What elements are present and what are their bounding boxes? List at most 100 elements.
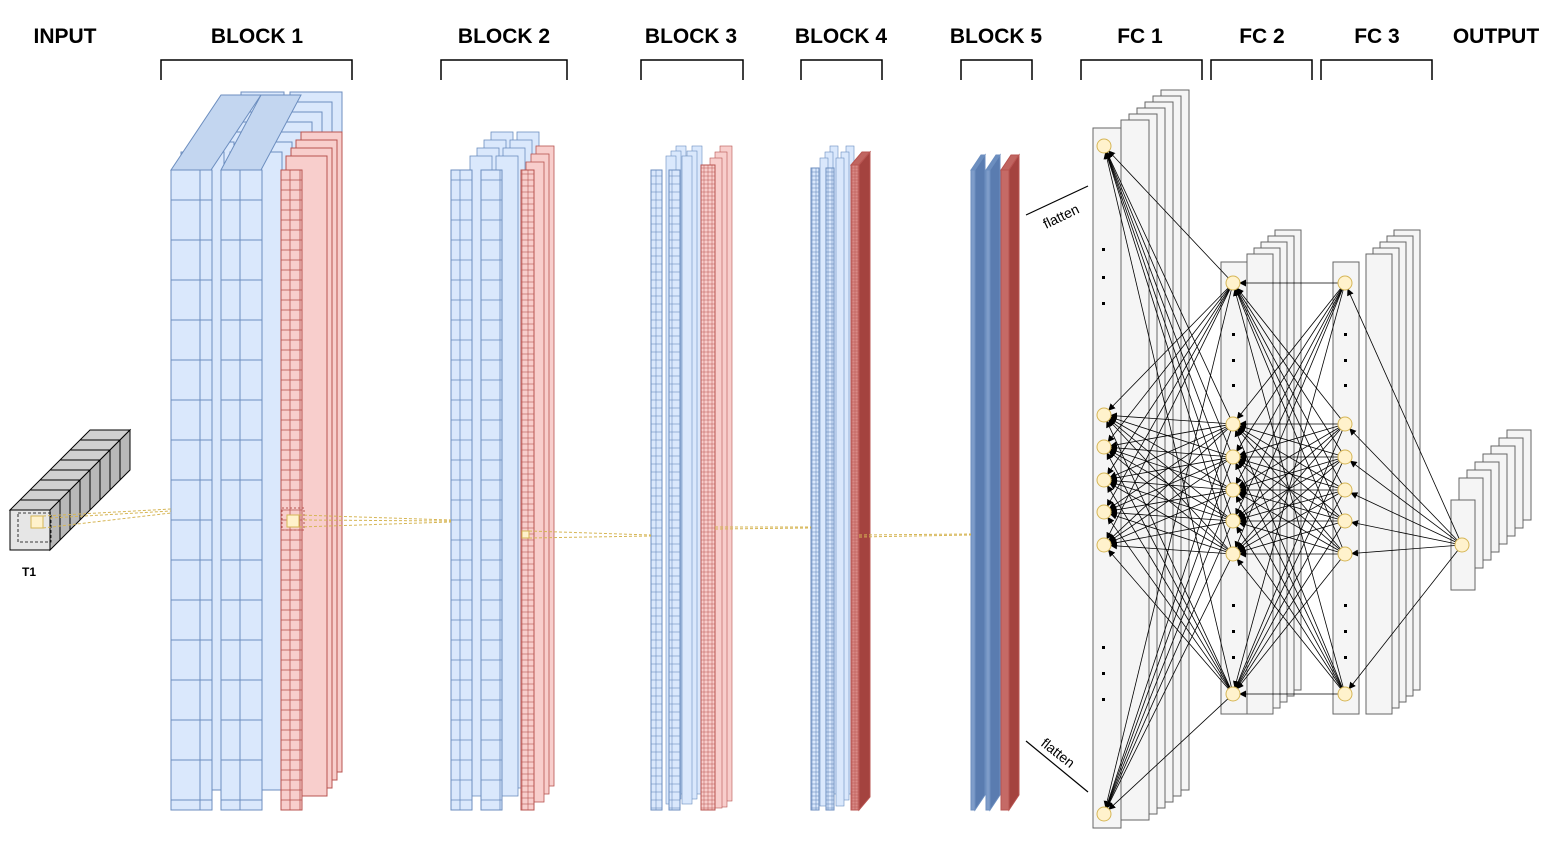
- block1: [170, 91, 343, 811]
- fc3-neuron: [1337, 513, 1353, 529]
- fc-edge: [1235, 288, 1343, 515]
- fc3-neuron: [1337, 449, 1353, 465]
- fc-edge: [1235, 495, 1342, 689]
- fc-edge: [1110, 509, 1227, 521]
- flatten-annotations: flatten flatten: [1025, 185, 1089, 793]
- fc-edge: [1107, 288, 1230, 475]
- receptive-field-lines: [42, 508, 972, 539]
- fc1-neuron: [1096, 472, 1112, 488]
- fc-edge: [1233, 288, 1344, 688]
- fc3-neuron: [1337, 686, 1353, 702]
- block5-conv-b: [985, 169, 991, 811]
- fc-edge: [1108, 419, 1229, 550]
- fc-edge: [1110, 542, 1227, 554]
- block5-conv-a: [970, 169, 976, 811]
- fc-edge: [1105, 151, 1231, 451]
- block3-conv-b: [668, 169, 681, 811]
- input-tensor: T1: [8, 428, 132, 579]
- block2-conv-a: [450, 169, 473, 811]
- label-block4: BLOCK 4: [795, 25, 887, 48]
- fc-edge: [1105, 151, 1231, 484]
- fc-edge: [1234, 429, 1343, 688]
- block4-pool: [850, 164, 860, 811]
- block3-conv-a: [650, 169, 663, 811]
- fc-edge: [1349, 460, 1457, 542]
- bracket-block4: [800, 59, 883, 80]
- fc1-neuron: [1096, 439, 1112, 455]
- fc-edge: [1106, 452, 1231, 688]
- fc-edge: [1237, 427, 1340, 517]
- block2-conv-b: [480, 169, 503, 811]
- block4-conv-b: [825, 167, 835, 811]
- fc1-neuron: [1096, 806, 1112, 822]
- label-fc3: FC 3: [1354, 25, 1400, 48]
- fc1-neuron: [1096, 138, 1112, 154]
- fc-edge: [1237, 460, 1340, 550]
- fc-edge: [1108, 418, 1228, 517]
- label-input: INPUT: [34, 25, 97, 48]
- fc1-neuron: [1096, 537, 1112, 553]
- fc-edge: [1104, 151, 1232, 548]
- fc-edge: [1109, 415, 1227, 456]
- fc-edge: [1238, 424, 1339, 456]
- fc-edge: [1238, 521, 1339, 553]
- fc-edge: [1108, 150, 1229, 279]
- fc-edge: [1108, 698, 1229, 810]
- bracket-block5: [960, 59, 1033, 80]
- fc-edge: [1110, 444, 1227, 457]
- block5: [970, 153, 1020, 812]
- fc3-neuron: [1337, 416, 1353, 432]
- block2: [450, 131, 555, 811]
- fc-edge: [1107, 485, 1230, 689]
- ellipsis-dots: [1102, 248, 1347, 701]
- fc3-layer: [1332, 229, 1421, 715]
- fc-edge: [1350, 492, 1456, 543]
- label-block3: BLOCK 3: [645, 25, 737, 48]
- fc-edge: [1238, 493, 1340, 551]
- block3-pool: [700, 164, 716, 811]
- fc3-neuron: [1337, 275, 1353, 291]
- label-fc1: FC 1: [1117, 25, 1163, 48]
- bracket-block2: [440, 59, 568, 80]
- fc-edge: [1104, 151, 1232, 515]
- fc-edge: [1108, 450, 1228, 550]
- fc2-neuron: [1225, 275, 1241, 291]
- fc-edge: [1236, 558, 1341, 689]
- fc2-neuron: [1225, 449, 1241, 465]
- fc-edge: [1106, 420, 1231, 688]
- output-neuron: [1454, 537, 1470, 553]
- fc-edge: [1238, 457, 1339, 489]
- fc-edge: [1235, 462, 1343, 688]
- fc-edge: [1107, 516, 1230, 689]
- fc2-neuron: [1225, 546, 1241, 562]
- fc-edge: [1236, 287, 1341, 419]
- label-block1: BLOCK 1: [211, 25, 303, 48]
- fc-edge: [1349, 428, 1458, 541]
- stage-labels: INPUT BLOCK 1 BLOCK 2 BLOCK 3 BLOCK 4 BL…: [34, 25, 1540, 48]
- fc-edge: [1109, 492, 1227, 544]
- fc-edge: [1348, 550, 1459, 690]
- bracket-fc2: [1210, 59, 1313, 80]
- fc-edge: [1105, 496, 1231, 809]
- fc2-neuron: [1225, 513, 1241, 529]
- stage-brackets: [160, 59, 1433, 80]
- label-fc2: FC 2: [1239, 25, 1285, 48]
- label-output: OUTPUT: [1453, 25, 1540, 48]
- fc3-neuron: [1337, 482, 1353, 498]
- fc-edge: [1234, 288, 1343, 548]
- fc-edge: [1107, 549, 1229, 689]
- fc-edge: [1236, 526, 1342, 689]
- block5-pool: [1000, 169, 1010, 811]
- fc2-neuron: [1225, 416, 1241, 432]
- flatten-label-bottom: flatten: [1038, 735, 1078, 771]
- fc-edge: [1105, 463, 1231, 809]
- fc-edge: [1238, 427, 1340, 487]
- block4: [810, 145, 872, 812]
- block4-conv-a: [810, 167, 820, 811]
- fc-edge: [1347, 288, 1460, 539]
- fc1-neuron: [1096, 504, 1112, 520]
- fc-edge: [1109, 424, 1227, 449]
- bracket-fc1: [1080, 59, 1203, 80]
- fc-edge: [1106, 151, 1231, 418]
- block1-conv-b: [220, 169, 263, 811]
